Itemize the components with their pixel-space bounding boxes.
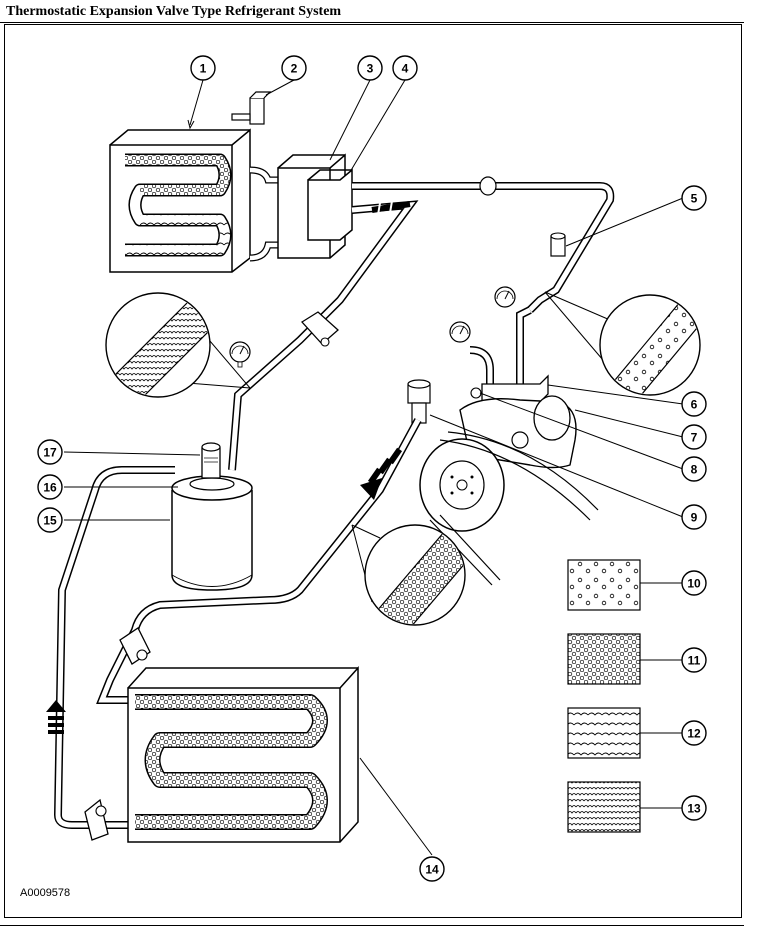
return-line-left [46, 466, 175, 841]
legend-swatch-10 [567, 559, 641, 611]
callout-6-label: 6 [691, 398, 698, 412]
callout-16: 16 [37, 474, 63, 500]
callout-11: 11 [681, 647, 707, 673]
callout-12: 12 [681, 720, 707, 746]
flow-arrow-up [46, 700, 66, 734]
flow-arrow-down [360, 447, 403, 500]
callout-13: 13 [681, 795, 707, 821]
bottom-rule [0, 925, 744, 926]
magnifier-upper-right [544, 291, 701, 396]
callout-8-label: 8 [691, 463, 698, 477]
callout-6: 6 [681, 391, 707, 417]
callout-4-label: 4 [402, 62, 409, 76]
callout-14-label: 14 [425, 863, 439, 877]
pipes-1-3 [249, 166, 278, 262]
callout-14: 14 [419, 856, 445, 882]
title-rule [0, 22, 744, 23]
liquid-line-left [228, 200, 419, 471]
compressor-assembly [407, 306, 599, 586]
callout-1: 1 [190, 55, 216, 81]
callout-2-label: 2 [291, 62, 298, 76]
callout-7-label: 7 [691, 431, 698, 445]
component-16-receiver-top [171, 475, 253, 501]
callout-4: 4 [392, 55, 418, 81]
flow-arrow-top [371, 200, 411, 216]
component-17-fitting [201, 442, 221, 479]
pressure-gauge-icon [494, 286, 516, 308]
callout-11-label: 11 [688, 654, 701, 668]
discharge-line [96, 418, 422, 704]
callout-5: 5 [681, 185, 707, 211]
callout-10: 10 [681, 570, 707, 596]
callout-1-label: 1 [200, 62, 207, 76]
pressure-gauge-icon [449, 321, 471, 343]
callout-9: 9 [681, 504, 707, 530]
callout-12-label: 12 [687, 727, 701, 741]
callout-15: 15 [37, 507, 63, 533]
callout-5-label: 5 [691, 192, 698, 206]
callout-17: 17 [37, 439, 63, 465]
suction-line-upper [352, 176, 615, 313]
callout-15-label: 15 [43, 514, 57, 528]
legend-swatch-11 [567, 633, 641, 685]
pipe-clamp-upper [300, 311, 339, 347]
diagram-title: Thermostatic Expansion Valve Type Refrig… [6, 4, 342, 19]
legend-swatch-13 [567, 781, 641, 833]
component-4-valve-cap [307, 168, 353, 241]
callout-7: 7 [681, 424, 707, 450]
callout-3-label: 3 [367, 62, 374, 76]
component-2-sensor [231, 91, 272, 125]
callout-13-label: 13 [687, 802, 701, 816]
magnifier-upper-left [105, 292, 251, 398]
legend-swatch-12 [567, 707, 641, 759]
component-14-evaporator [127, 666, 359, 843]
callout-17-label: 17 [43, 446, 57, 460]
callout-10-label: 10 [687, 577, 701, 591]
component-15-receiver [171, 490, 253, 591]
pipe-clamp-lower [119, 627, 151, 665]
callout-3: 3 [357, 55, 383, 81]
leader-lines [63, 79, 684, 856]
pressure-gauge-icon [229, 341, 251, 368]
magnifier-center [351, 524, 466, 626]
callout-8: 8 [681, 456, 707, 482]
component-1-box [109, 128, 251, 273]
pipe-clamp-lower-left [84, 798, 109, 841]
callout-16-label: 16 [43, 481, 57, 495]
component-5-service-valve [550, 232, 566, 257]
callout-9-label: 9 [691, 511, 698, 525]
diagram-frame [4, 24, 742, 918]
callout-2: 2 [281, 55, 307, 81]
figure-id: A0009578 [20, 887, 71, 899]
